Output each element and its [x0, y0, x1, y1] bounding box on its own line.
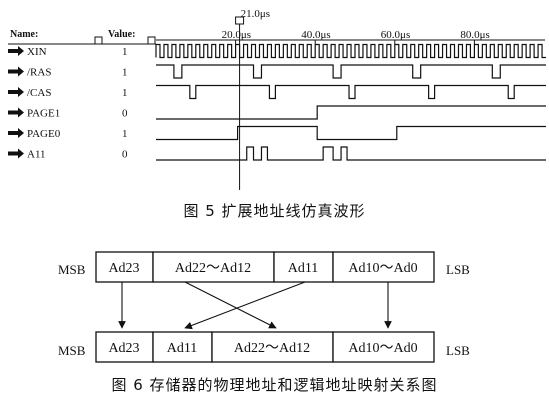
signal-row-page1[interactable]: PAGE1 0: [8, 105, 546, 120]
time-tick-label: 80.0μs: [460, 29, 489, 41]
input-port-icon: [8, 46, 24, 56]
top-lsb-label: LSB: [446, 262, 470, 277]
signal-row-xin[interactable]: XIN 1: [8, 43, 546, 59]
signal-value: 0: [122, 108, 128, 120]
signal-value: 1: [122, 46, 128, 58]
signal-value: 1: [122, 87, 128, 99]
bottom-cell-2: Ad11: [167, 341, 198, 356]
physical-address-row: Ad23 Ad11 Ad22～Ad12 Ad10～Ad0: [95, 331, 435, 363]
figure-6-caption: 图 6 存储器的物理地址和逻辑地址映射关系图: [111, 376, 438, 394]
input-port-icon: [8, 148, 24, 159]
input-port-icon: [8, 66, 24, 77]
input-port-icon: [8, 128, 24, 138]
mapping-arrows: [118, 281, 392, 330]
signal-name: XIN: [27, 46, 47, 58]
signal-waveform: [156, 146, 546, 161]
value-column-resize-handle[interactable]: [147, 36, 156, 45]
time-axis-ticks: 20.0μs 40.0μs 60.0μs 80.0μs: [222, 29, 490, 44]
name-column-header: Name:: [10, 29, 38, 40]
address-mapping-diagram: MSB LSB Ad23 Ad22～Ad12 Ad11 Ad10～Ad0 MSB…: [58, 251, 470, 363]
signal-value: 0: [122, 149, 128, 161]
signal-row-nras[interactable]: /RAS 1: [8, 64, 546, 79]
bottom-cell-3: Ad22～Ad12: [234, 341, 310, 356]
figure-5-caption: 图 5 扩展地址线仿真波形: [183, 202, 366, 220]
time-tick-label: 20.0μs: [222, 29, 251, 41]
signal-waveform: [156, 64, 546, 79]
signal-name: PAGE0: [27, 128, 61, 140]
input-port-icon: [8, 107, 24, 118]
time-tick-label: 60.0μs: [381, 29, 410, 41]
bottom-cell-4: Ad10～Ad0: [348, 341, 417, 356]
timing-waveform: Name: Value: 20.0μs 40.0μs 60.0μs 80.0μs 21…: [8, 8, 546, 190]
time-tick-label: 40.0μs: [301, 29, 330, 41]
signal-waveform: [156, 105, 546, 120]
signal-name: PAGE1: [27, 108, 60, 120]
signal-row-page0[interactable]: PAGE0 1: [8, 125, 546, 141]
top-msb-label: MSB: [58, 262, 86, 277]
signal-name: A11: [27, 149, 46, 161]
value-column-header: Value:: [108, 29, 135, 40]
signal-row-a11[interactable]: A11 0: [8, 146, 546, 161]
signal-waveform: [155, 43, 546, 59]
signal-waveform: [156, 84, 546, 100]
time-cursor-label: 21.0μs: [241, 8, 270, 20]
logical-address-row: Ad23 Ad22～Ad12 Ad11 Ad10～Ad0: [95, 251, 435, 283]
name-column-resize-handle[interactable]: [94, 36, 103, 45]
top-cell-4: Ad10～Ad0: [348, 261, 417, 276]
signal-name: /RAS: [27, 67, 51, 79]
arrow-ad22-ad12: [184, 281, 277, 329]
bottom-msb-label: MSB: [58, 343, 86, 358]
arrow-ad11: [184, 281, 306, 330]
signal-name: /CAS: [27, 87, 51, 99]
top-cell-1: Ad23: [108, 261, 139, 276]
input-port-icon: [8, 87, 24, 97]
bottom-lsb-label: LSB: [446, 343, 470, 358]
signal-waveform: [156, 125, 546, 141]
top-cell-2: Ad22～Ad12: [175, 261, 251, 276]
bottom-cell-1: Ad23: [108, 341, 139, 356]
top-cell-3: Ad11: [288, 261, 319, 276]
signal-row-ncas[interactable]: /CAS 1: [8, 84, 546, 100]
signal-value: 1: [122, 128, 128, 140]
signal-value: 1: [122, 67, 128, 79]
